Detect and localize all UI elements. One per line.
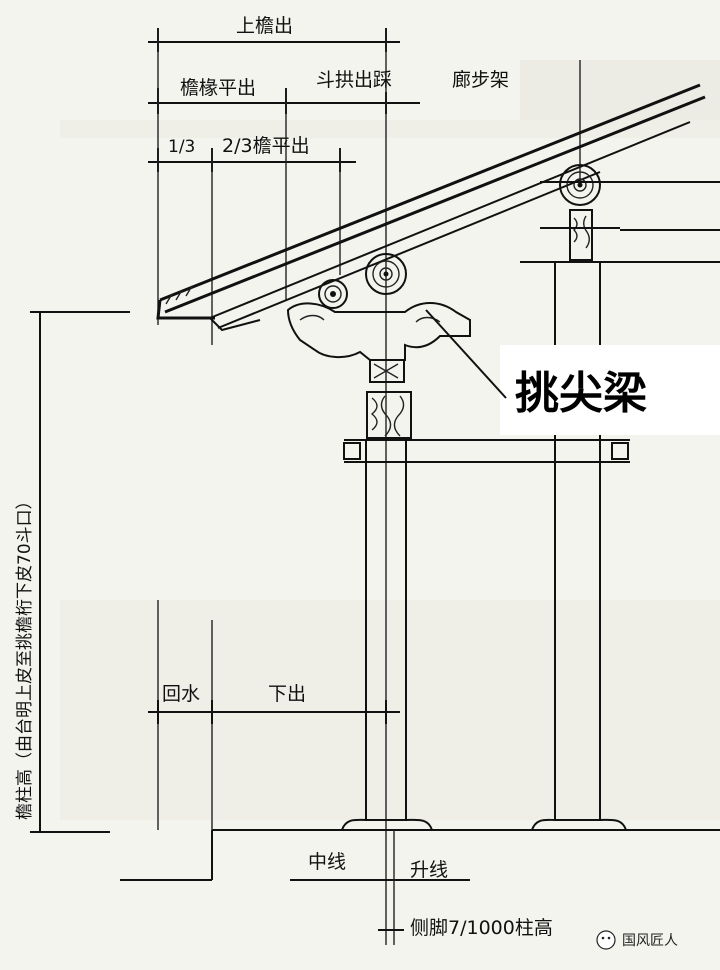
label-sheng-xian: 升线 [410,859,448,881]
label-dou-gong-chu-cai: 斗拱出踩 [316,69,392,91]
label-tiao-jian-liang: 挑尖梁 [515,368,647,419]
label-shang-yan-chu: 上檐出 [236,15,293,37]
column-height-dimension [30,311,52,833]
purlin-eave-outer [318,279,348,309]
label-hui-shui: 回水 [162,683,200,705]
label-zhong-xian: 中线 [308,851,346,873]
label-column-height: 檐柱高（由台明上皮至挑檐桁下皮70斗口） [15,492,35,820]
top-dimensions [148,28,581,945]
roof-rafters [156,83,706,332]
purlins [318,164,601,309]
lower-dimensions [148,600,470,945]
purlin-eave [365,253,407,295]
label-xia-chu: 下出 [268,683,306,705]
wechat-icon [596,930,616,950]
watermark-text: 国风匠人 [622,933,678,949]
label-lang-bu-jia: 廊步架 [452,69,509,91]
label-yan-chuan-ping-chu: 檐椽平出 [180,77,256,99]
label-two-thirds: 2/3檐平出 [222,135,310,157]
callout-tiao-jian-liang [425,309,720,435]
label-one-third: 1/3 [168,137,195,157]
watermark: 国风匠人 [596,930,678,950]
bracket-set [286,181,720,463]
purlin-corridor [559,164,601,206]
label-ce-jiao: 侧脚7/1000柱高 [410,917,553,939]
